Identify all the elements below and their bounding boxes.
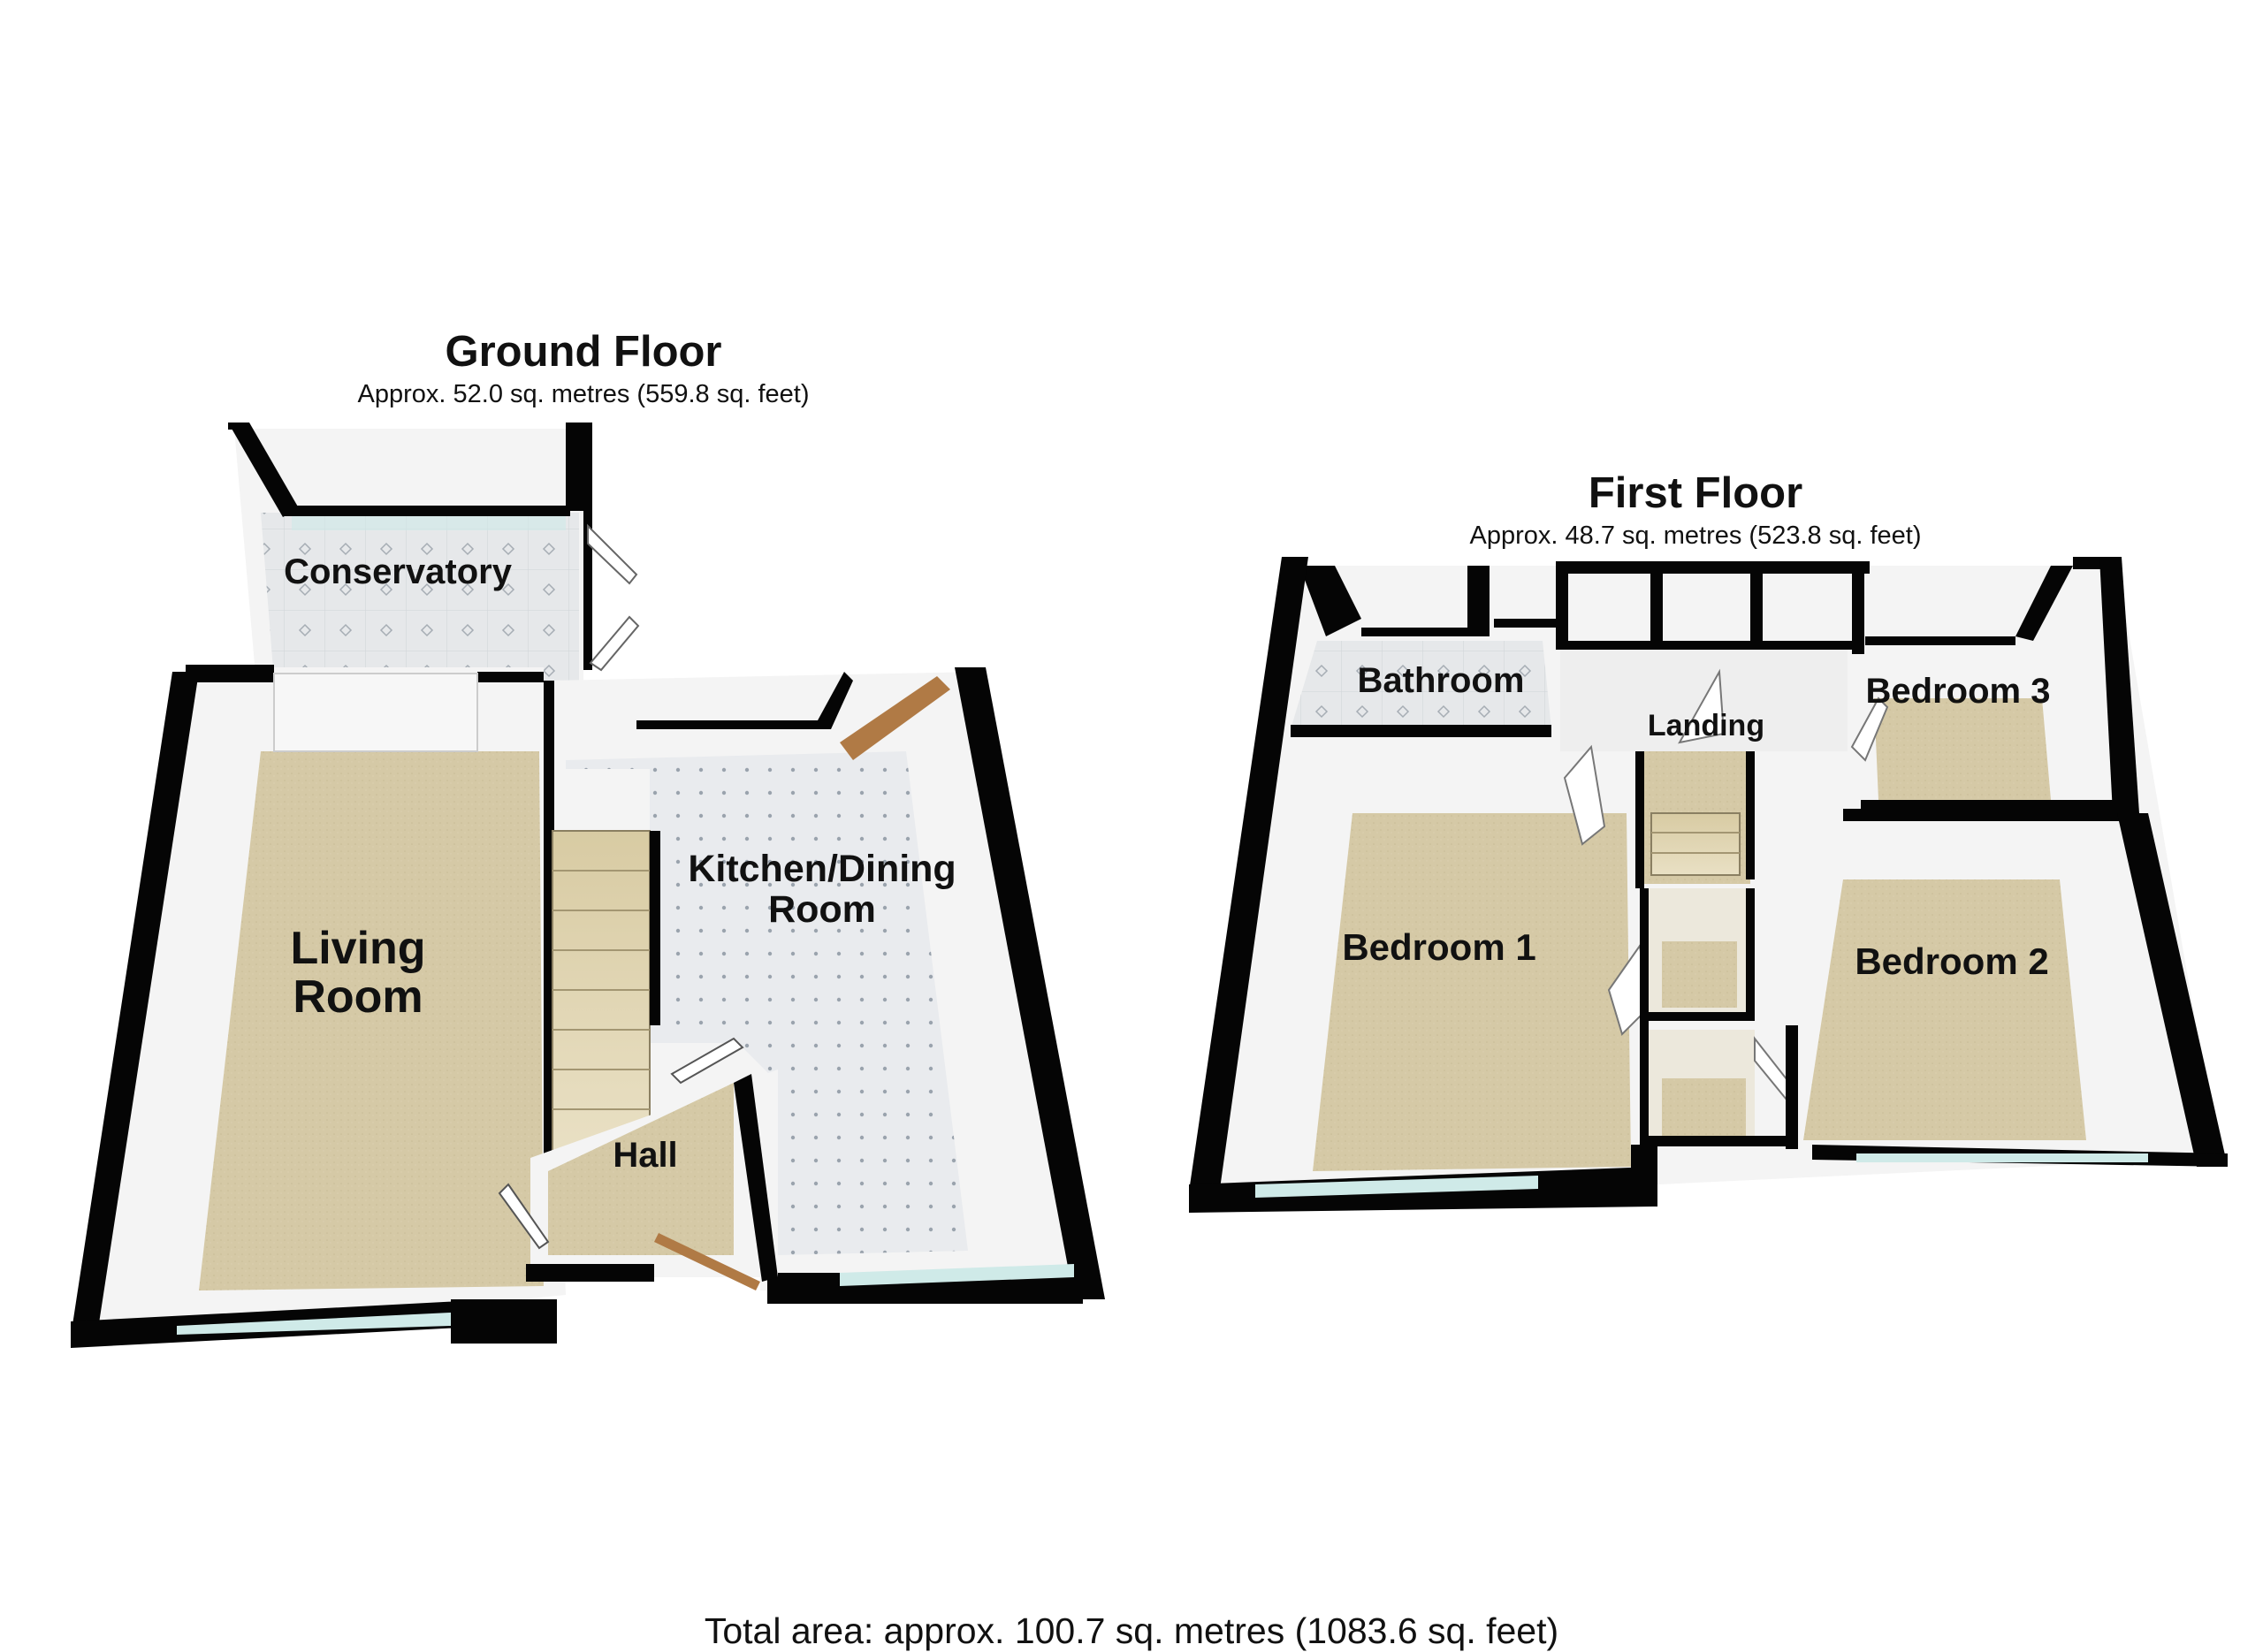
living-room bbox=[71, 665, 566, 1348]
bedroom-2 bbox=[1786, 809, 2228, 1167]
bathroom bbox=[1291, 566, 1565, 737]
first-floor-area: Approx. 48.7 sq. metres (523.8 sq. feet) bbox=[1469, 521, 1922, 550]
bedroom-1-label: Bedroom 1 bbox=[1342, 926, 1535, 968]
kitchen-label-line2: Room bbox=[768, 888, 876, 931]
living-room-label-line2: Room bbox=[293, 971, 423, 1023]
ground-floor-title: Ground Floor bbox=[445, 328, 722, 376]
first-floor-plan: Bathroom Landing Bedroom 3 Bedroom 1 Bed… bbox=[1189, 557, 2228, 1213]
ground-floor-plan: Conservatory Living Room Kitchen/Dining … bbox=[71, 423, 1105, 1348]
kitchen-label-line1: Kitchen/Dining bbox=[688, 848, 956, 890]
hall-label: Hall bbox=[613, 1136, 677, 1175]
total-area: Total area: approx. 100.7 sq. metres (10… bbox=[704, 1610, 1559, 1651]
first-floor-title: First Floor bbox=[1588, 469, 1803, 517]
first-floor-stairs-top bbox=[1650, 812, 1741, 876]
bathroom-label: Bathroom bbox=[1358, 661, 1525, 700]
conservatory-label: Conservatory bbox=[284, 552, 513, 591]
ground-floor-area: Approx. 52.0 sq. metres (559.8 sq. feet) bbox=[357, 380, 810, 408]
bedroom-2-label: Bedroom 2 bbox=[1855, 940, 2048, 982]
bedroom-3-label: Bedroom 3 bbox=[1866, 672, 2051, 711]
bedroom-1 bbox=[1189, 557, 1657, 1213]
ground-floor-stairs bbox=[552, 830, 660, 1154]
storage-cupboards bbox=[1640, 888, 1861, 1162]
living-room-label-line1: Living bbox=[290, 923, 425, 974]
landing bbox=[1556, 561, 1870, 888]
hall bbox=[498, 1037, 778, 1290]
landing-label: Landing bbox=[1648, 709, 1764, 742]
conservatory-room bbox=[228, 423, 640, 685]
